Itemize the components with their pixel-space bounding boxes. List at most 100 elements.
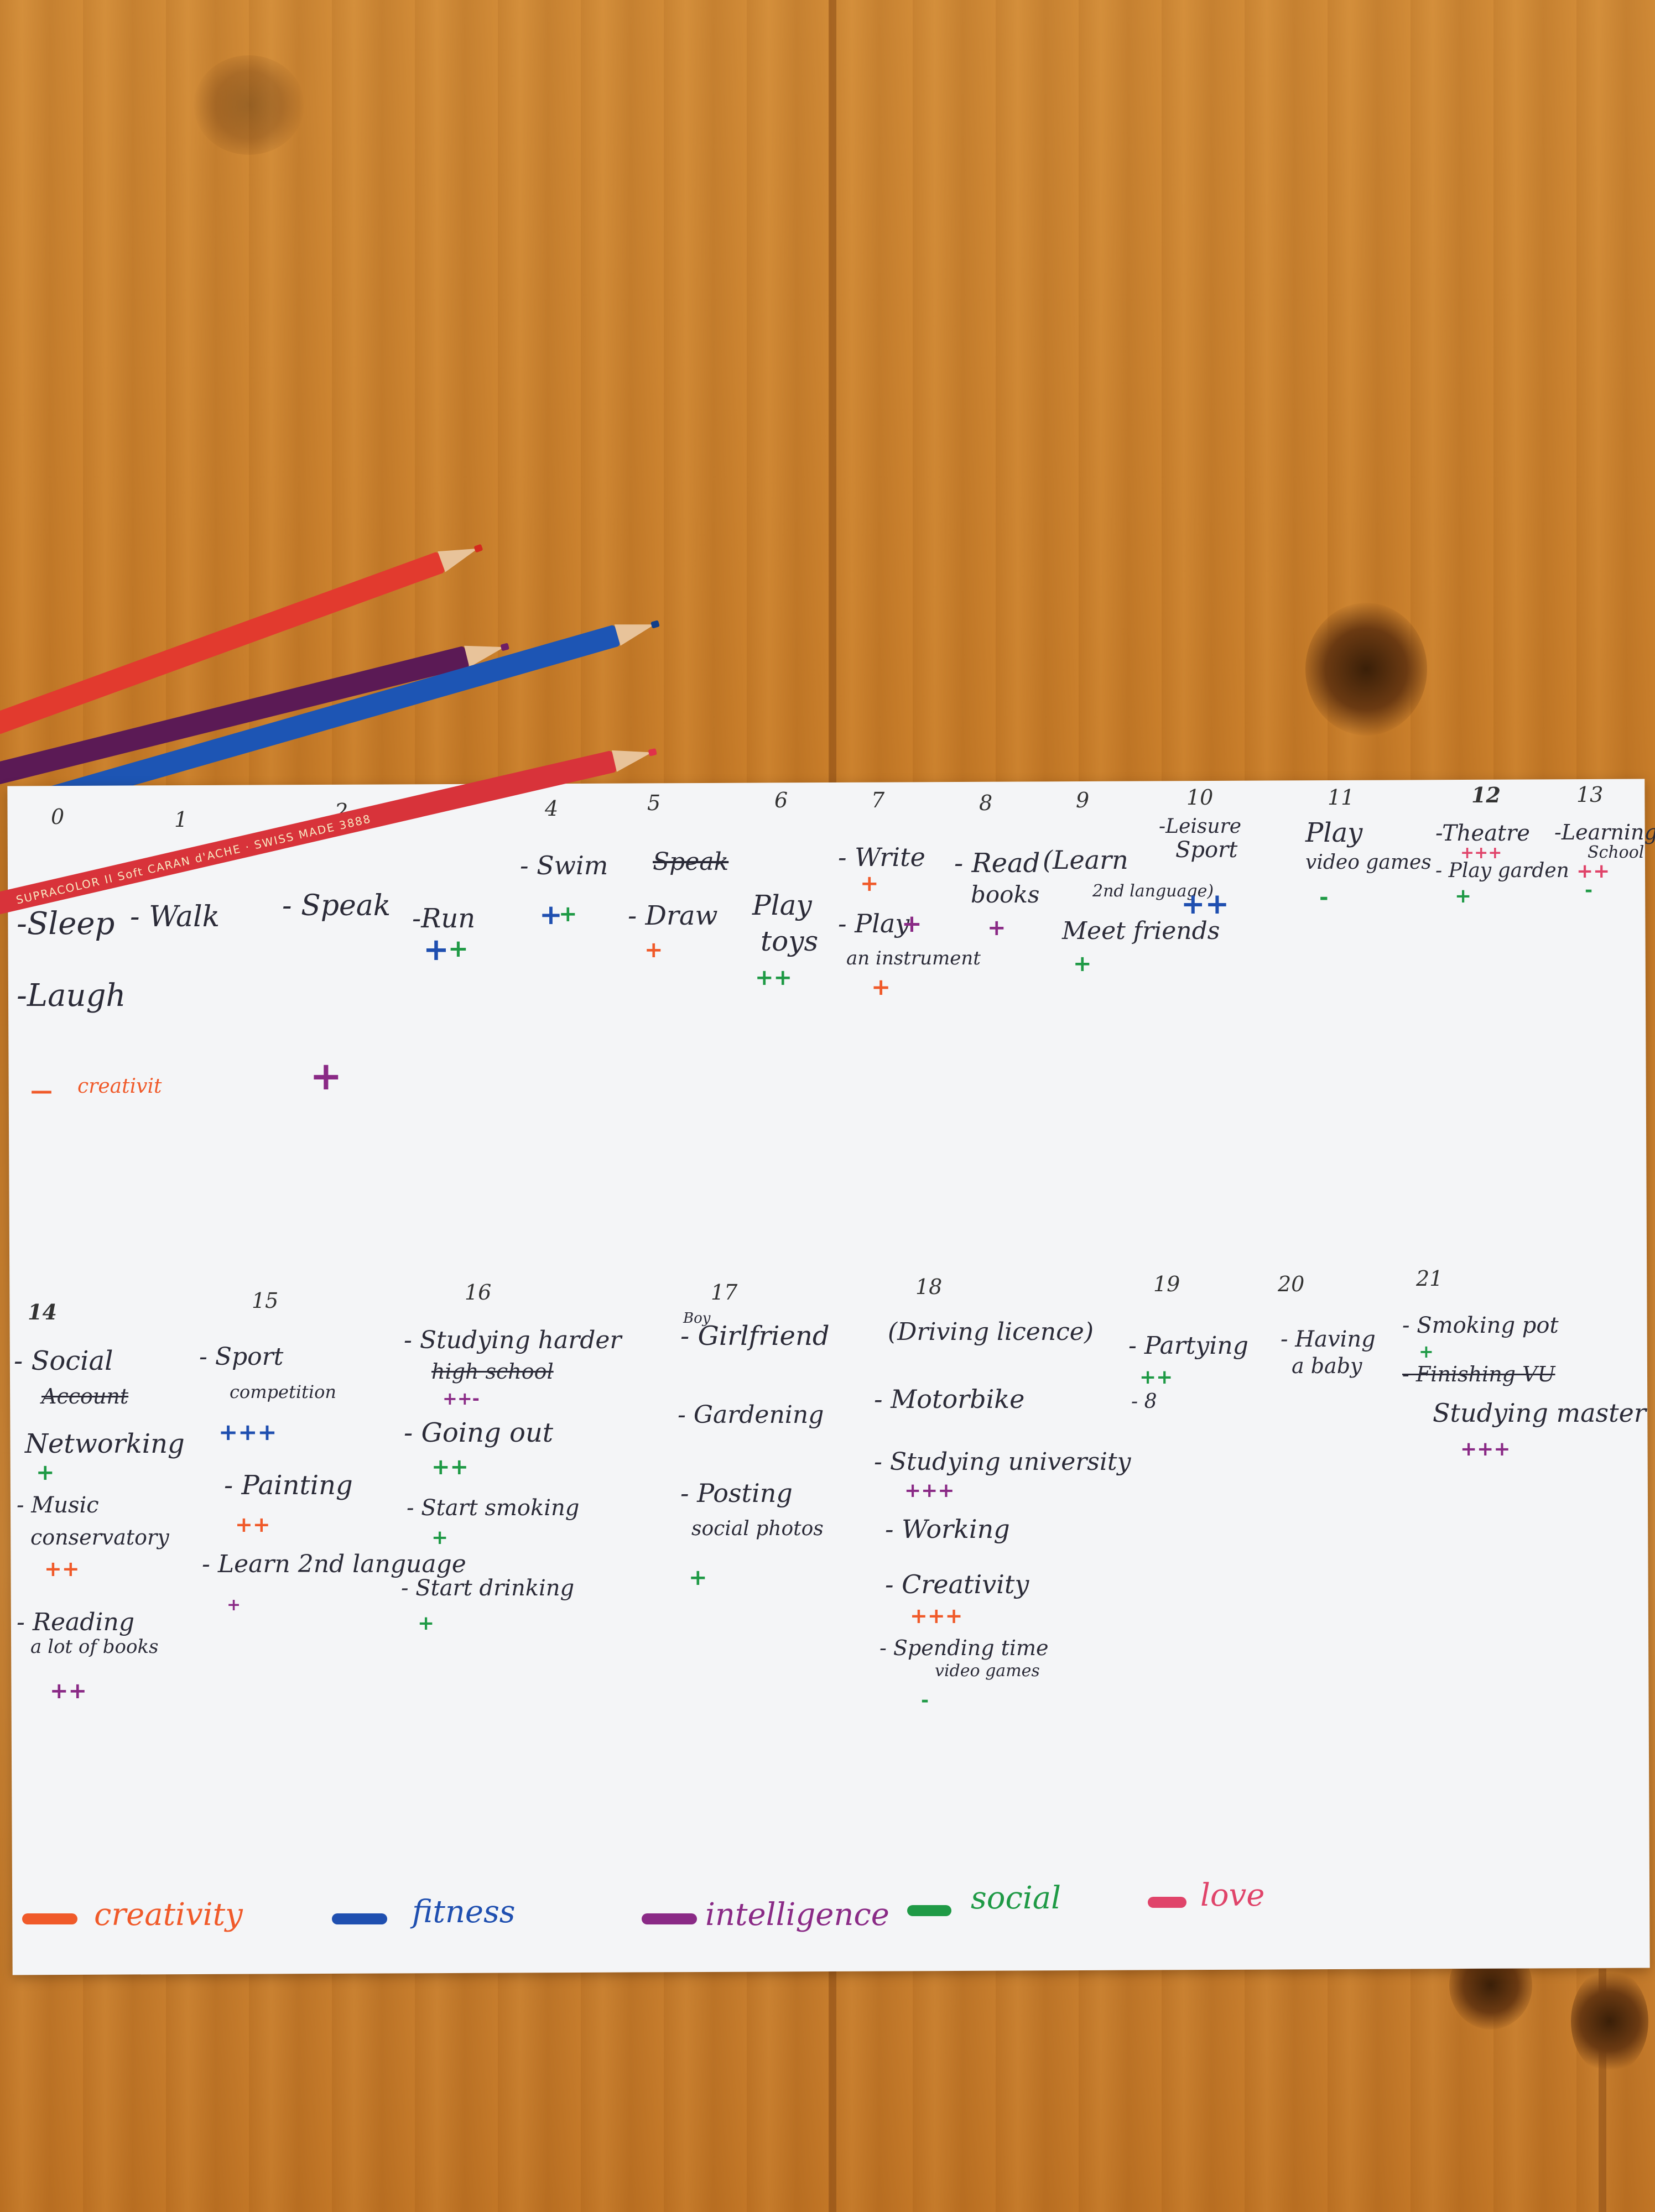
legend-swatch-love [1148, 1897, 1186, 1908]
speak-intelligence-mark: + [310, 1053, 342, 1099]
age-label: 5 [647, 791, 661, 815]
milestone-learn: (Learn [1043, 845, 1128, 875]
age-label: 21 [1416, 1266, 1443, 1291]
milestone-competition: competition [230, 1381, 337, 1402]
painting-creativity-marks: ++ [235, 1512, 270, 1537]
learn-intelligence-mark: + [227, 1595, 241, 1615]
milestone-leisure: -Leisure [1159, 815, 1242, 838]
networking-social-mark: + [36, 1460, 55, 1485]
age-label: 8 [979, 791, 993, 815]
write-creativity-mark: + [860, 871, 879, 896]
milestone-play: Play [752, 889, 812, 921]
smoking-pot-social-mark: + [1419, 1341, 1434, 1362]
creativity-marks: +++ [910, 1604, 963, 1628]
milestone-working: - Working [885, 1514, 1010, 1544]
age-label: 1 [174, 807, 188, 832]
age-label: 14 [28, 1300, 57, 1324]
milestone-books-lot: a lot of books [30, 1636, 159, 1658]
milestone-laugh: -Laugh [17, 978, 126, 1014]
milestone-play-garden: - Play garden [1435, 859, 1569, 882]
milestone-conservatory: conservatory [30, 1525, 169, 1550]
age-label: 12 [1471, 782, 1501, 807]
milestone-read: - Read [954, 848, 1040, 879]
school-marks: ++ [1576, 860, 1610, 883]
milestone-walk: - Walk [130, 900, 220, 933]
milestone-sleep: -Sleep [17, 906, 115, 942]
milestone-reading: - Reading [17, 1608, 134, 1636]
milestone-account: Account [41, 1384, 129, 1408]
age-label: 10 [1186, 785, 1214, 810]
milestone-going-out: - Going out [404, 1417, 554, 1448]
run-fitness-mark: + [423, 932, 449, 968]
milestone-gardening: - Gardening [678, 1401, 824, 1429]
video-social-mark: - [1319, 885, 1329, 910]
milestone-studying-harder: - Studying harder [404, 1326, 622, 1354]
milestone-smoking-pot: - Smoking pot [1402, 1313, 1559, 1338]
milestone-toys: toys [761, 925, 819, 957]
swim-fitness-mark: + [539, 899, 563, 931]
age-label: 17 [711, 1280, 738, 1305]
competition-fitness-marks: +++ [218, 1418, 277, 1446]
wood-knot [1305, 603, 1427, 735]
milestone-spending-time: - Spending time [879, 1636, 1049, 1660]
legend-label-social: social [971, 1880, 1061, 1916]
photos-social-mark: + [689, 1565, 707, 1590]
age-label: 18 [915, 1275, 943, 1299]
age-label: 7 [871, 788, 885, 812]
age-label: 15 [252, 1288, 279, 1313]
milestone-theatre: -Theatre [1435, 821, 1530, 846]
milestone-books: books [971, 881, 1040, 908]
milestone-play-video: Play [1305, 817, 1363, 848]
creativity-dash: — [30, 1078, 53, 1104]
legend-swatch-fitness [332, 1913, 387, 1924]
milestone-girlfriend: - Girlfriend [680, 1321, 830, 1352]
smoking-social-mark: + [431, 1526, 449, 1549]
books-lot-intelligence-marks: ++ [50, 1678, 87, 1704]
milestone-start-smoking: - Start smoking [407, 1495, 580, 1521]
creativity-note: creativit [77, 1075, 162, 1098]
age-label: 13 [1576, 782, 1604, 807]
play-intelligence-mark: + [902, 910, 922, 938]
milestone-creativity: - Creativity [885, 1569, 1029, 1599]
milestone-video-games-18: video games [935, 1661, 1040, 1681]
milestone-social-photos: social photos [691, 1517, 824, 1540]
video-games-social-mark: - [921, 1689, 929, 1712]
milestone-high-school: high school [431, 1359, 554, 1384]
milestone-driving-licence: (Driving licence) [888, 1318, 1094, 1346]
age-label: 0 [51, 805, 65, 829]
milestone-finishing: - Finishing VU [1402, 1362, 1555, 1386]
milestone-music: - Music [17, 1493, 99, 1518]
milestone-sport-competition: - Sport [199, 1343, 284, 1371]
toys-social-marks: ++ [755, 965, 793, 990]
legend-label-intelligence: intelligence [705, 1897, 889, 1933]
milestone-swim: - Swim [520, 851, 608, 880]
university-intelligence-marks: +++ [904, 1479, 955, 1502]
age-label: 6 [774, 788, 788, 812]
milestone-a-baby: a baby [1292, 1354, 1362, 1378]
milestone-sport: Sport [1175, 837, 1238, 863]
milestone-video-games: video games [1305, 851, 1432, 874]
theatre-marks: +++ [1460, 843, 1502, 863]
books-intelligence-mark: + [987, 915, 1006, 941]
legend-label-love: love [1200, 1877, 1265, 1913]
partying-social-marks: ++ [1139, 1366, 1173, 1389]
partying-note: - 8 [1131, 1390, 1157, 1413]
milestone-social: - Social [14, 1345, 113, 1376]
master-intelligence-marks: +++ [1460, 1438, 1511, 1460]
drinking-social-mark: + [418, 1612, 435, 1635]
instrument-creativity-mark: + [871, 973, 891, 1000]
highschool-marks: ++- [443, 1388, 480, 1409]
legend-label-creativity: creativity [94, 1897, 243, 1933]
going-out-social-marks: ++ [431, 1454, 469, 1480]
milestone-school: School [1588, 843, 1644, 862]
milestone-start-drinking: - Start drinking [401, 1575, 575, 1601]
milestone-learning: -Learning [1554, 820, 1655, 844]
age-label: 19 [1153, 1272, 1180, 1296]
legend-swatch-social [907, 1905, 951, 1916]
milestone-learn-second-language: - Learn 2nd language [202, 1550, 466, 1578]
sport-fitness-marks: ++ [1181, 888, 1230, 921]
milestone-motorbike: - Motorbike [874, 1384, 1025, 1414]
wood-knot [1571, 1969, 1648, 2074]
play-garden-social-mark: + [1455, 885, 1472, 907]
milestone-language: 2nd language) [1092, 881, 1214, 901]
